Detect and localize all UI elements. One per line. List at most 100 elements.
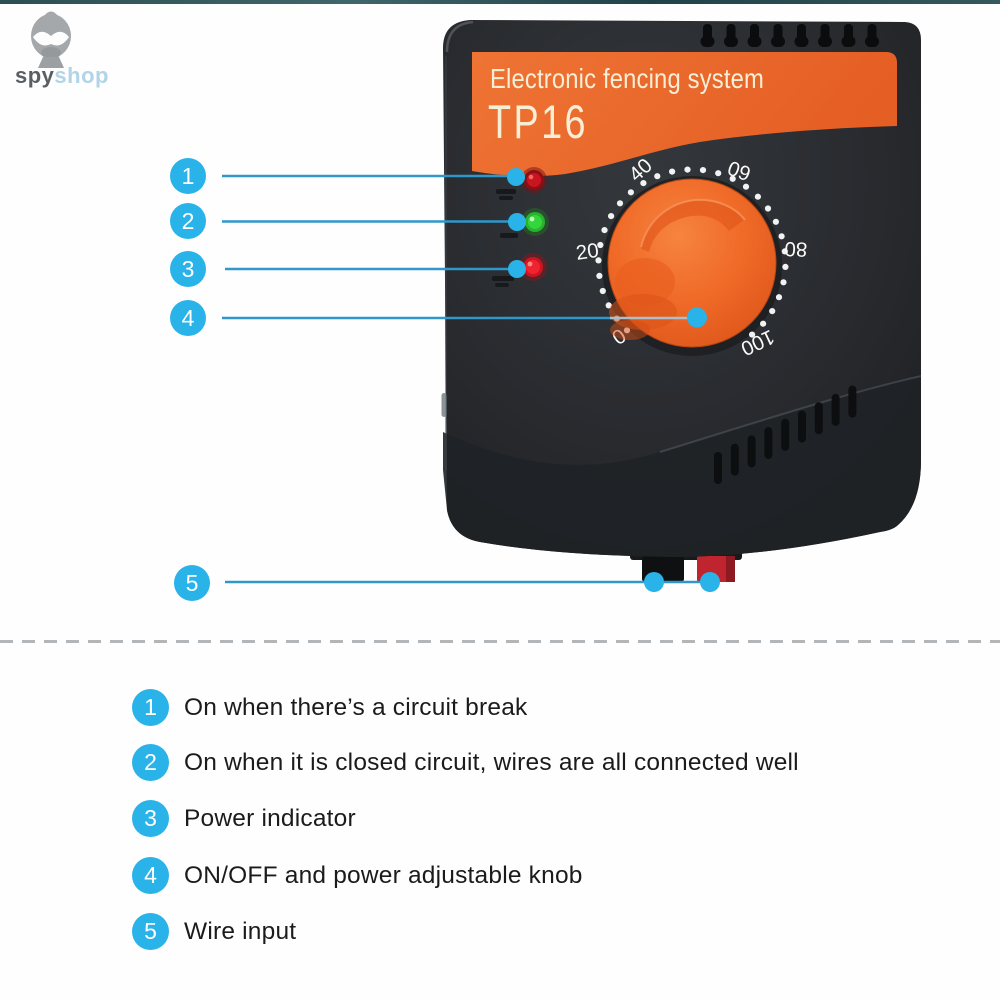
left-edge-notch [441,393,447,417]
dial-tick-dot [616,200,624,207]
side-vent-slot [781,418,790,451]
top-vent-bulb [724,36,738,47]
dial-tick-dot [778,233,785,240]
legend-number-badge-4: 4 [132,857,169,894]
side-vents [714,385,857,484]
dial-tick-dot [699,167,707,174]
side-vent-slot [814,402,823,435]
terminal-red-shade [726,556,735,582]
led-print-smudges [492,189,518,287]
side-vent-slot [714,452,722,484]
device-title: Electronic fencing system [490,63,764,94]
dial-tick-dot [608,213,615,220]
legend-number-2: 2 [144,749,157,775]
dial-tick-dot [597,241,604,249]
side-vent-slot [764,427,773,460]
dial-tick-dot [599,287,606,295]
callout-marker-5-number: 5 [185,569,199,596]
dial-tick-dot [601,227,608,234]
dial-tick-dot [769,308,776,315]
dial-tick-dot [605,302,612,309]
shell-seam-highlight [659,375,922,453]
side-vent-slot [730,443,739,476]
dashed-divider [0,640,1000,643]
side-vent-slot [798,410,806,443]
dial-tick-dot [775,294,783,301]
brand-text: spyshop [15,63,109,88]
top-vent-bulb [818,36,832,47]
dial-tick-dot [782,263,789,270]
dial-tick-dot [772,218,780,225]
dial-tick-dot [742,183,750,190]
top-vent-bulb [771,36,785,47]
legend-text-4: ON/OFF and power adjustable knob [184,861,583,889]
legend-number-4: 4 [144,862,157,888]
dial-tick-dot [780,279,787,286]
legend-number-5: 5 [144,918,157,944]
dial-tick-dot [669,168,676,175]
dial-tick-dot [764,205,772,212]
legend-item-4: 4 ON/OFF and power adjustable knob [132,857,583,894]
legend-number-1: 1 [144,694,157,720]
legend-number-badge-2: 2 [132,744,169,781]
led-break-indicator [521,167,547,193]
top-vent-bulb [865,36,879,47]
dial-label-80: 80 [784,237,808,261]
legend-number-badge-1: 1 [132,689,169,726]
side-vent-slot [831,393,840,426]
dial-tick-dot [754,193,762,200]
dial-tick-dot [715,170,722,177]
side-vent-slot [848,385,857,418]
legend-text-5: Wire input [184,917,297,945]
spyshop-logo: spyshop [15,11,109,88]
dial-tick-dot [760,320,767,327]
callout-marker-3-number: 3 [181,255,195,282]
callout-marker-1-number: 1 [181,162,195,189]
dial-tick-dot [749,331,756,338]
device-model: TP16 [488,95,588,148]
dial-tick-dot [596,272,603,279]
top-vents [700,24,879,47]
callout-marker-4-number: 4 [181,304,195,331]
led-power-indicator [519,253,547,281]
dial-tick-dot [654,173,661,180]
side-vent-slot [747,435,756,468]
legend-item-1: 1 On when there’s a circuit break [132,689,527,726]
legend-number-3: 3 [144,805,157,831]
dial-tick-dot [684,166,691,173]
led-closed-circuit-indicator [521,208,549,236]
callout-marker-1: 1 [170,158,206,194]
knob-pointer-arc [641,200,744,252]
dial-tick-dot [781,248,788,255]
dial-tick-dot [729,175,736,182]
device-label-panel [472,52,897,177]
brand-text-spy: spy [15,63,55,88]
corner-highlight [445,20,474,53]
fence-energizer-device: Electronic fencing system TP16 020406080… [441,20,922,582]
spyshop-mascot-icon [31,11,71,68]
legend-item-2: 2 On when it is closed circuit, wires ar… [132,744,799,781]
legend-item-5: 5 Wire input [132,913,296,950]
top-vent-bulb [841,36,856,47]
legend-number-badge-5: 5 [132,913,169,950]
legend-text-2: On when it is closed circuit, wires are … [184,748,799,776]
legend-item-3: 3 Power indicator [132,800,356,837]
dial-tick-dot [640,180,647,187]
legend-number-badge-3: 3 [132,800,169,837]
callout-marker-4: 4 [170,300,206,336]
top-vent-bulb [747,36,762,47]
legend-text-3: Power indicator [184,804,356,832]
callout-marker-2: 2 [170,203,206,239]
wire-terminal-black [642,556,684,582]
top-vent-bulb [700,36,715,47]
top-border [0,0,1000,4]
top-vent-bulb [794,36,809,47]
dial-tick-dot [627,189,635,196]
dial-tick-dot [595,257,602,264]
dial-label-20: 20 [574,239,600,265]
callout-marker-2-number: 2 [181,207,195,234]
power-knob [607,178,777,348]
callout-marker-5: 5 [174,565,210,601]
legend-text-1: On when there’s a circuit break [184,693,528,721]
